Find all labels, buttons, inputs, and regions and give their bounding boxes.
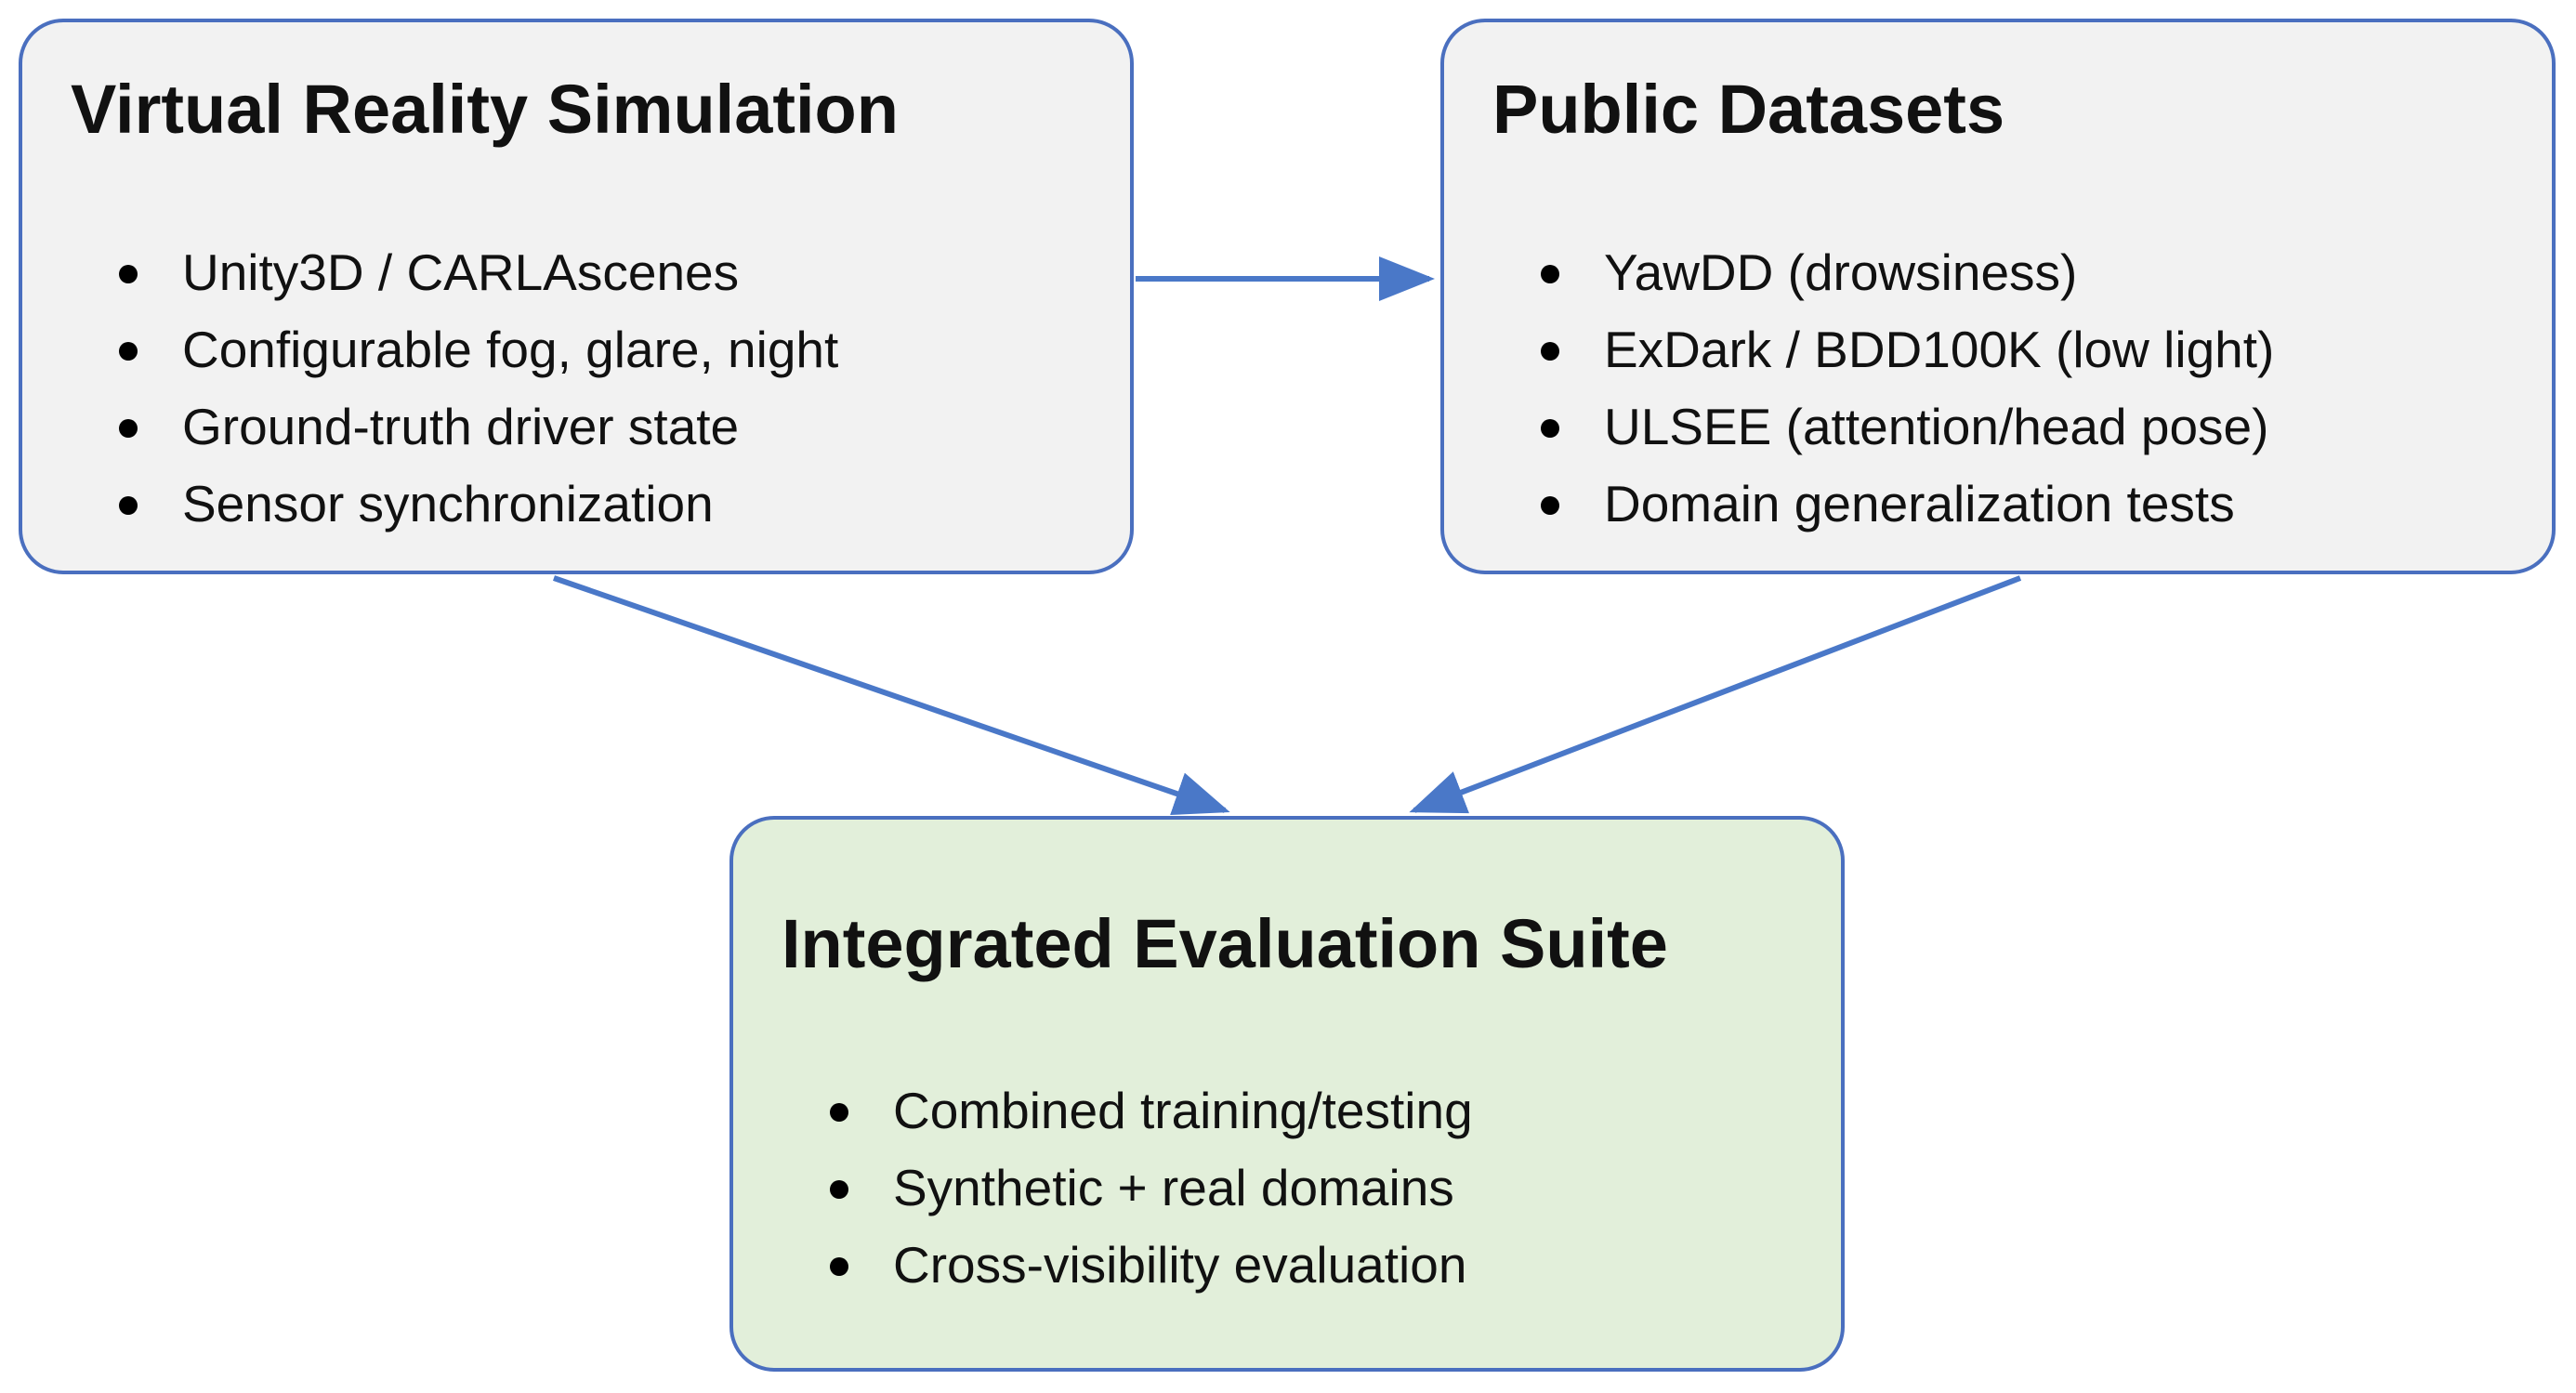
- list-item: ExDark / BDD100K (low light): [1492, 311, 2274, 388]
- list-item: Sensor synchronization: [71, 466, 838, 543]
- list-item: Unity3D / CARLAscenes: [71, 234, 838, 311]
- list-item: Cross-visibility evaluation: [782, 1227, 1473, 1304]
- list-item: Combined training/testing: [782, 1072, 1473, 1150]
- list-item: Domain generalization tests: [1492, 466, 2274, 543]
- arrow-vr-to-suite: [553, 575, 1230, 816]
- node-bullet-list: YawDD (drowsiness) ExDark / BDD100K (low…: [1492, 234, 2274, 543]
- list-item: Synthetic + real domains: [782, 1150, 1473, 1227]
- node-title: Public Datasets: [1492, 71, 2005, 148]
- node-virtual-reality-simulation: Virtual Reality Simulation Unity3D / CAR…: [19, 19, 1134, 574]
- node-title: Integrated Evaluation Suite: [782, 905, 1668, 982]
- arrow-datasets-to-suite: [1409, 575, 2022, 814]
- node-public-datasets: Public Datasets YawDD (drowsiness) ExDar…: [1440, 19, 2556, 574]
- list-item: Configurable fog, glare, night: [71, 311, 838, 388]
- node-title: Virtual Reality Simulation: [71, 71, 899, 148]
- list-item: YawDD (drowsiness): [1492, 234, 2274, 311]
- list-item: Ground-truth driver state: [71, 388, 838, 466]
- node-integrated-evaluation-suite: Integrated Evaluation Suite Combined tra…: [729, 816, 1845, 1372]
- node-bullet-list: Unity3D / CARLAscenes Configurable fog, …: [71, 234, 838, 543]
- node-bullet-list: Combined training/testing Synthetic + re…: [782, 1072, 1473, 1304]
- list-item: ULSEE (attention/head pose): [1492, 388, 2274, 466]
